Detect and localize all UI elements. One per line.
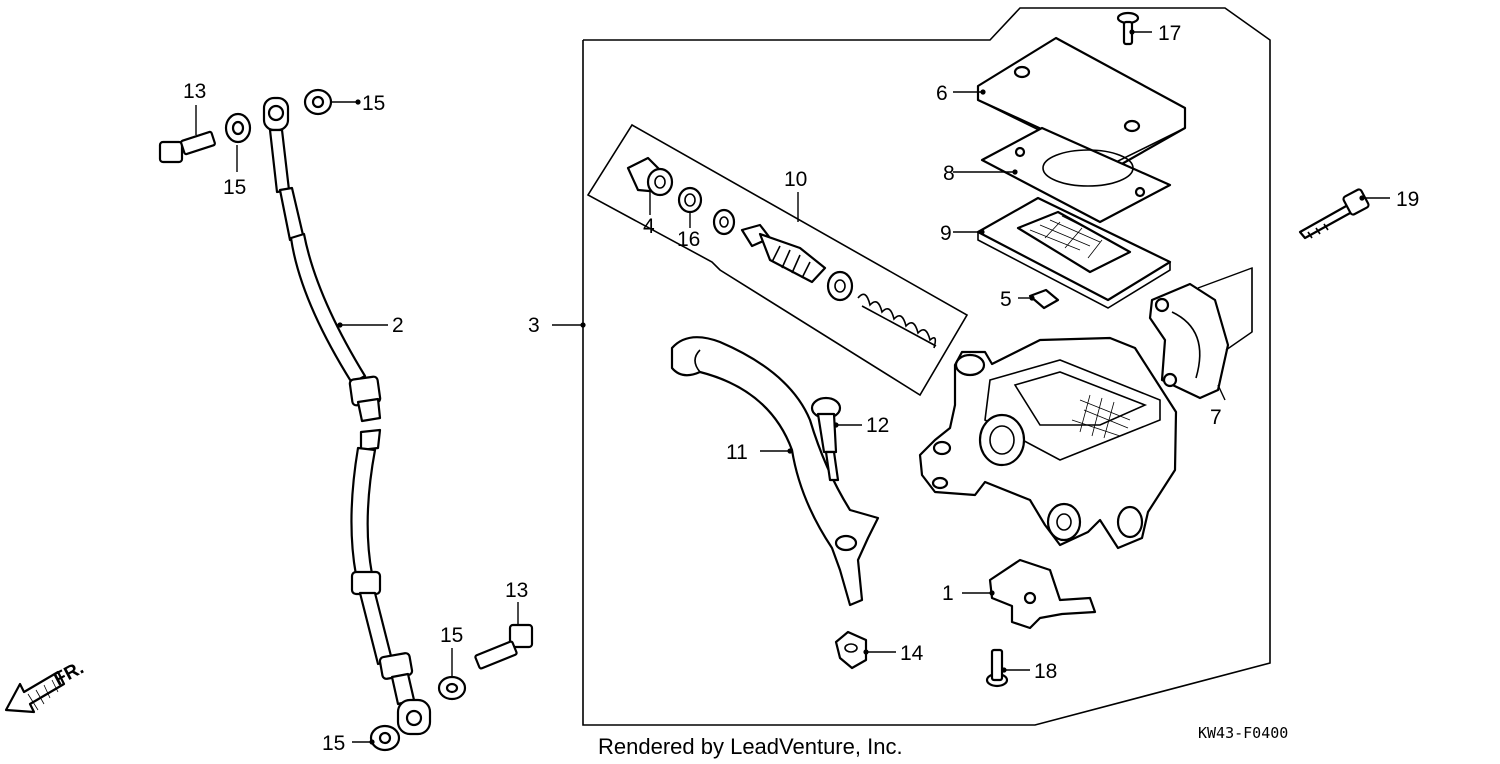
- piston: [740, 223, 827, 284]
- callout-19: 19: [1396, 188, 1419, 211]
- callout-3: 3: [528, 314, 540, 337]
- assembly-outline: [582, 7, 1271, 726]
- piston-seal-ring: [712, 208, 736, 236]
- callout-labels: 1 2 3 4 5 6 7 8 9 10 11 12 13 13 14 15 1…: [183, 22, 1419, 755]
- reservoir-plate: [980, 126, 1172, 224]
- banjo-bolt-lower: [474, 623, 534, 670]
- circlip: [677, 186, 703, 214]
- reservoir-clip: [1028, 288, 1060, 310]
- banjo-bolt-upper: [158, 130, 216, 164]
- leader-dots: [337, 29, 1365, 745]
- callout-7: 7: [1210, 406, 1222, 429]
- callout-4: 4: [643, 215, 655, 238]
- callout-8: 8: [943, 162, 955, 185]
- brake-hose: [262, 96, 432, 736]
- callout-18: 18: [1034, 660, 1057, 683]
- callout-6: 6: [936, 82, 948, 105]
- return-spring: [857, 293, 937, 349]
- sealing-washers: [224, 88, 467, 752]
- callout-9: 9: [940, 222, 952, 245]
- pivot-bolt: [810, 396, 842, 482]
- callout-14: 14: [900, 642, 924, 665]
- front-direction-indicator: FR.: [4, 658, 87, 714]
- callout-12: 12: [866, 414, 889, 437]
- piston-boot: [626, 156, 674, 197]
- callout-15-lower-middle: 15: [440, 624, 463, 647]
- callout-5: 5: [1000, 288, 1012, 311]
- piston-kit-outline: [586, 123, 969, 397]
- callout-17: 17: [1158, 22, 1181, 45]
- credit-text: Rendered by LeadVenture, Inc.: [598, 734, 903, 759]
- callout-16: 16: [677, 228, 700, 251]
- reservoir-diaphragm: [976, 196, 1172, 309]
- holder-bolt: [1298, 188, 1370, 240]
- callout-13-upper: 13: [183, 80, 206, 103]
- pivot-nut: [834, 630, 868, 670]
- leader-lines: [195, 31, 1390, 743]
- brake-lever: [670, 336, 880, 607]
- callout-11: 11: [726, 441, 748, 464]
- callout-13-lower: 13: [505, 579, 528, 602]
- brake-light-switch: [988, 558, 1097, 630]
- callout-10: 10: [784, 168, 807, 191]
- callout-15-bottom: 15: [322, 732, 345, 755]
- front-arrow-icon: [4, 670, 66, 714]
- master-cylinder-holder: [1148, 282, 1230, 400]
- master-cylinder-body: [918, 336, 1178, 550]
- callout-2: 2: [392, 314, 404, 337]
- primary-cup: [826, 270, 854, 302]
- callout-15-top-right: 15: [362, 92, 385, 115]
- cap-screw: [1116, 11, 1140, 46]
- switch-screw: [985, 648, 1009, 688]
- callout-1: 1: [942, 582, 954, 605]
- callout-15-top-left: 15: [223, 176, 246, 199]
- diagram-code: KW43-F0400: [1198, 724, 1288, 742]
